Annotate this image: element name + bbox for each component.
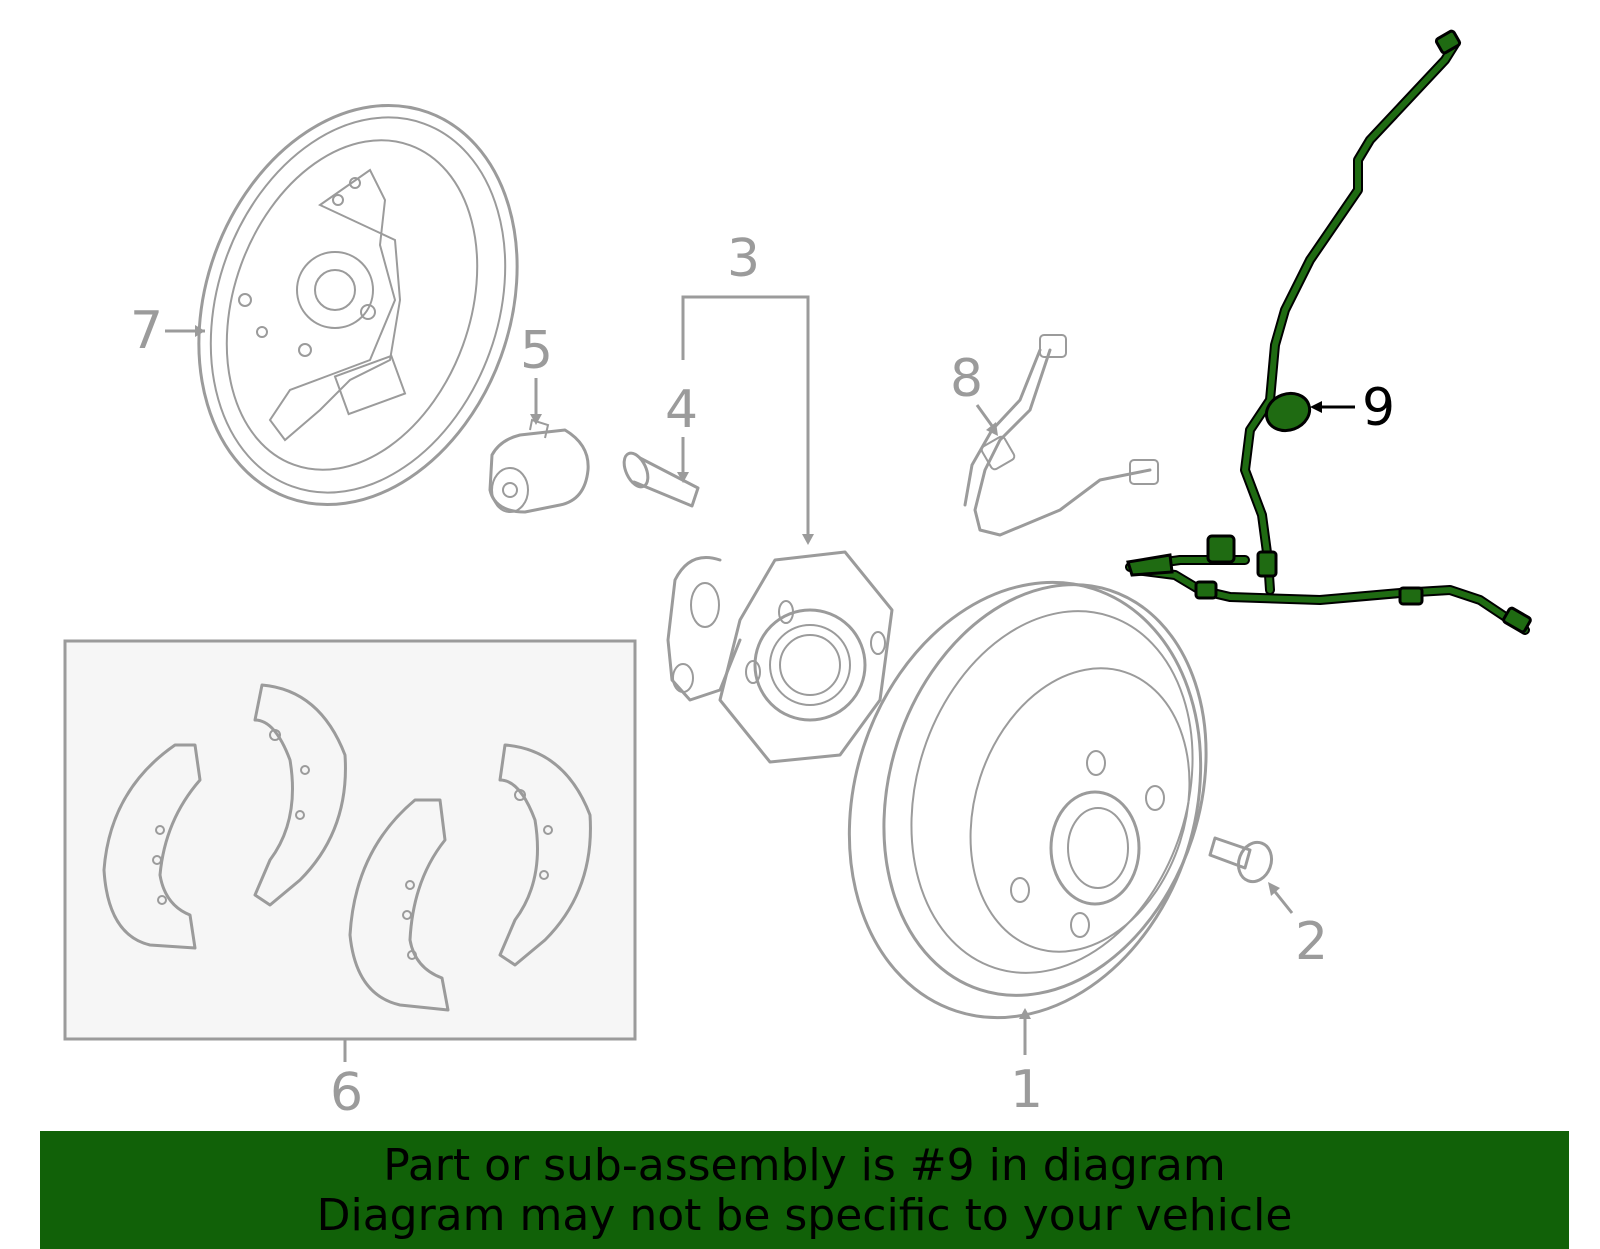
part-4-bolt[interactable] bbox=[619, 449, 700, 508]
part-3-hub-assembly[interactable] bbox=[666, 550, 894, 764]
callout-7: 7 bbox=[130, 301, 163, 361]
part-9-abs-sensor-harness[interactable] bbox=[1125, 29, 1532, 635]
callout-8: 8 bbox=[950, 349, 983, 409]
callout-4: 4 bbox=[665, 380, 698, 440]
info-banner: Part or sub-assembly is #9 in diagram Di… bbox=[40, 1131, 1569, 1249]
banner-line-2: Diagram may not be specific to your vehi… bbox=[316, 1190, 1293, 1241]
part-7-backing-plate[interactable] bbox=[145, 60, 571, 549]
part-2-screw[interactable] bbox=[1208, 836, 1277, 887]
callout-2: 2 bbox=[1295, 912, 1328, 972]
callout-3: 3 bbox=[727, 229, 760, 289]
callout-5: 5 bbox=[520, 321, 553, 381]
part-8-brake-hose[interactable] bbox=[963, 334, 1159, 537]
brake-shoe-4 bbox=[498, 743, 592, 967]
part-5-wheel-cylinder[interactable] bbox=[488, 418, 590, 514]
part-1-brake-drum[interactable] bbox=[795, 536, 1258, 1063]
part-6-brake-shoe-kit[interactable] bbox=[63, 639, 637, 1041]
banner-line-1: Part or sub-assembly is #9 in diagram bbox=[383, 1140, 1226, 1191]
brake-shoe-3 bbox=[348, 798, 450, 1012]
callout-1: 1 bbox=[1010, 1060, 1043, 1120]
callout-6: 6 bbox=[330, 1063, 363, 1123]
brake-shoe-2 bbox=[253, 683, 347, 907]
brake-shoe-1 bbox=[102, 743, 202, 950]
callout-9: 9 bbox=[1362, 378, 1395, 438]
callout-labels: 1 2 3 4 5 6 7 8 9 bbox=[130, 229, 1395, 1123]
leader-lines bbox=[165, 295, 1355, 1062]
